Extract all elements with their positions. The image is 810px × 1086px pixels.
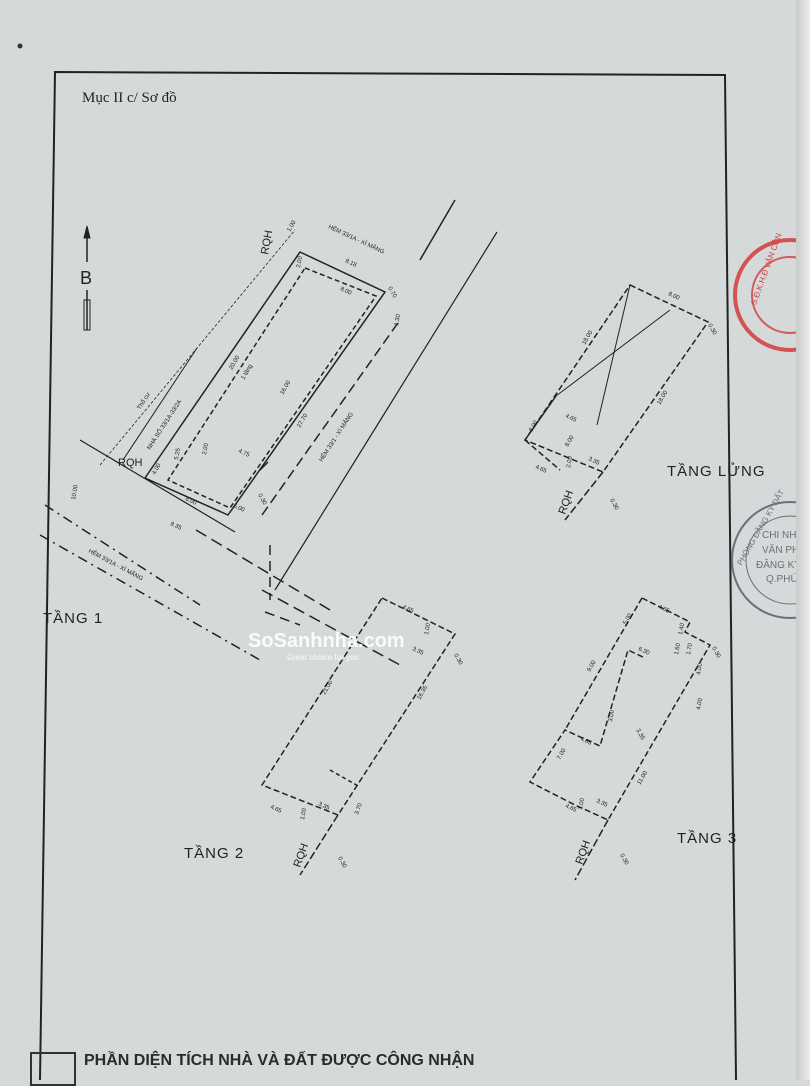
dimension-label: 0.30 (710, 646, 721, 660)
floor1-plan (39, 199, 498, 666)
north-label: B (80, 268, 92, 288)
dimension-label: RQH (292, 842, 312, 869)
dimension-label: 4.65 (534, 464, 548, 475)
dimension-label: 18.00 (582, 329, 595, 346)
floor2-label: TẦNG 2 (184, 845, 245, 862)
dimension-label: 8.00 (529, 419, 540, 433)
dimension-label: 7.00 (557, 747, 568, 761)
mezzanine-label: TẦNG LỬNG (667, 463, 766, 480)
dimension-label: 16.00 (280, 379, 293, 396)
dimension-label: 3.35 (317, 801, 331, 812)
gray-stamp-line: Q.PHÚ (766, 572, 798, 585)
floor3-plan (528, 597, 712, 881)
dimension-label: 3.00 (608, 709, 616, 722)
dimension-label: 3.70 (354, 802, 364, 816)
dimension-label: 11.00 (637, 770, 650, 786)
north-arrow-icon (83, 225, 91, 331)
dimension-label: 0.30 (336, 856, 347, 870)
dimension-label: 1.60 (674, 642, 682, 655)
neighbor-label: Thổ cư (136, 391, 152, 411)
dimension-label: 1 tầng (241, 364, 255, 381)
dimension-label: 4.65 (269, 804, 283, 815)
dimension-label: 2.00 (566, 455, 574, 468)
dimension-label: 4.65 (657, 604, 671, 615)
dimension-label: 0.30 (256, 493, 267, 507)
dimension-label: 4.65 (564, 803, 578, 814)
gray-stamp (731, 501, 810, 619)
dimension-label: 4.65 (579, 736, 593, 747)
watermark-brand: SoSanhnha.com (248, 630, 405, 652)
page-frame (39, 70, 737, 1080)
dimension-label: 0.70 (386, 286, 397, 300)
dimension-label: 1.00 (424, 622, 432, 635)
dimension-label: 1.00 (300, 807, 308, 820)
dimension-label: 3.35 (411, 646, 425, 657)
dimension-label: RQH (557, 489, 577, 516)
floor3-label: TẦNG 3 (677, 830, 738, 847)
section-title: Mục II c/ Sơ đồ (82, 90, 177, 106)
punch-dot (17, 43, 23, 49)
dimension-label: 4.65 (564, 413, 578, 424)
dimension-label: 0.30 (706, 323, 717, 337)
dimension-label: RQH (259, 229, 275, 255)
floor1-label: TẦNG 1 (43, 610, 104, 627)
dimension-label: 0.30 (608, 498, 619, 512)
dimension-label: 3.35 (595, 798, 609, 809)
dimension-label: 1.00 (287, 219, 298, 233)
dimension-label: 1.70 (686, 642, 694, 655)
dimension-label: 0.30 (618, 853, 629, 867)
dimension-label: 2.00 (296, 255, 304, 268)
dimension-label: 6.30 (637, 646, 651, 657)
mezzanine-plan (523, 284, 710, 521)
gray-stamp-line: ĐĂNG KÝ (756, 558, 801, 571)
watermark: SoSanhnha.com Great choice for you (248, 630, 405, 662)
dimension-label: 2.00 (202, 442, 210, 455)
floor2-plan (260, 597, 457, 876)
dimension-label: 1.30 (394, 313, 402, 326)
street-label: HẺM 33/1A - XÍ MĂNG (87, 548, 144, 583)
page-edge (796, 0, 810, 1080)
dimension-label: 4.65 (401, 604, 415, 615)
dimension-label: 3.35 (587, 456, 601, 467)
dimension-label: 3.35 (634, 728, 645, 742)
gray-stamp-line: VĂN PH (762, 543, 799, 556)
dimension-label: 4.00 (152, 462, 163, 476)
red-stamp-text: S.Đ.K.H.Đ VĂN CÔN (749, 232, 783, 306)
dimension-label: 0.30 (452, 653, 463, 667)
dimension-label: 8.35 (169, 521, 183, 532)
dimension-label: 20.00 (229, 354, 242, 371)
gray-stamp-line: CHI NH (762, 530, 796, 541)
dimension-label: 8.00 (667, 291, 681, 302)
dimension-label: 10.00 (71, 484, 80, 500)
dimension-label: 8.18 (344, 258, 358, 269)
dimension-label: 1.40 (678, 622, 686, 635)
dimension-label: 4.75 (237, 448, 251, 459)
street-label: HẺM 33/1 - XÍ MĂNG (318, 411, 355, 463)
dimension-label: 5.25 (174, 447, 182, 460)
dimension-label: 1.00 (578, 797, 586, 810)
dimension-label: 4.00 (696, 662, 704, 675)
dimension-label: 16.35 (417, 684, 430, 701)
dimension-label: 8.00 (184, 496, 198, 507)
recognition-checkbox[interactable] (30, 1052, 76, 1086)
house-number-label: NHÀ SỐ 33/1A-33/2A (146, 399, 183, 451)
red-stamp (733, 238, 810, 352)
watermark-tagline: Great choice for you (286, 653, 360, 662)
dimension-label: 9.00 (587, 659, 598, 673)
dimension-label: 8.00 (565, 434, 576, 448)
dimension-label: 21.00 (322, 679, 335, 696)
dimension-label: RQH (118, 457, 143, 469)
dimension-label: 8.00 (339, 286, 353, 297)
street-label: HẺM 33/1A - XÍ MĂNG (327, 223, 386, 255)
dimension-label: 5.00 (232, 503, 246, 514)
dimension-label: 4.00 (696, 697, 704, 710)
dimension-label: 5.00 (623, 612, 634, 626)
footer-heading: PHẦN DIỆN TÍCH NHÀ VÀ ĐẤT ĐƯỢC CÔNG NHẬN (84, 1052, 475, 1069)
